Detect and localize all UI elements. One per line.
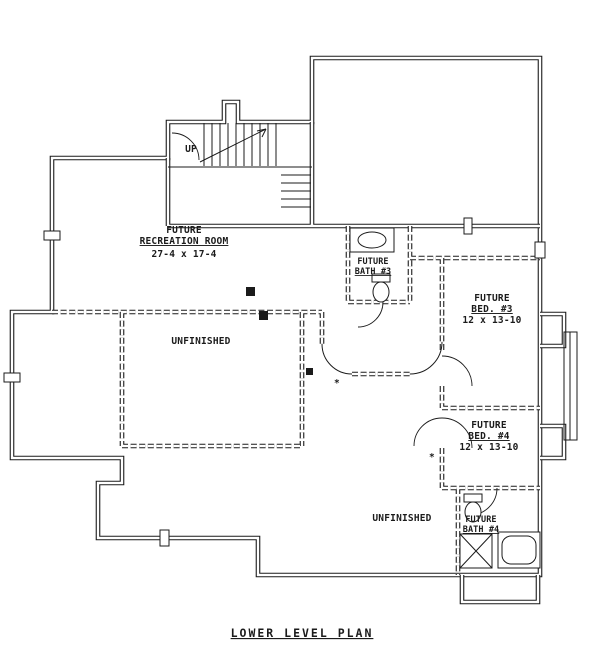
support-posts [246,287,313,375]
note-marker: * [334,378,340,389]
wall-tick [159,529,170,547]
rec-room-dims: 27-4 x 17-4 [151,249,216,260]
stairs: UP [168,123,312,208]
stair-direction-arrow [199,128,267,163]
support-post [246,287,255,296]
wall-ticks [3,217,546,547]
stair-treads-lower [281,174,311,208]
hall-curved-wall-right [409,341,443,375]
bed4-door-swing [441,417,473,449]
bath4-shower-x [459,533,493,569]
stairs-up-label: UP [185,144,197,155]
garage-and-stair-walls [166,122,540,228]
bed3-label-line2: BED. #3 [471,304,513,315]
bed4-label-line2: BED. #4 [468,431,510,442]
garage-and-stair-walls [165,122,540,229]
bed3-label-line1: FUTURE [474,293,510,304]
unfinished-main-label: UNFINISHED [171,336,230,347]
stoop-step-wall [459,575,541,605]
bath4-tub-basin [501,535,537,565]
bath4-label-line2: BATH #4 [463,525,500,535]
wall-tick [43,230,61,241]
window-well-lower [540,424,566,460]
bath4-toilet-tank [463,493,483,503]
bath4-fixtures [459,493,541,569]
window-well-upper [540,312,566,348]
future-walls [52,226,540,575]
plan-title: LOWER LEVEL PLAN [231,626,374,640]
door-arcs [171,132,498,516]
room-labels: FUTURE RECREATION ROOM 27-4 x 17-4 UNFIN… [140,225,522,535]
note-marker: * [429,452,435,463]
bed3-dims: 12 x 13-10 [462,315,521,326]
bath3-label-line1: FUTURE [357,257,388,267]
bed4-label-line1: FUTURE [471,420,507,431]
bath4-toilet-bowl [464,501,482,523]
unfinished-lower-label: UNFINISHED [372,513,431,524]
rec-room-label-line1: FUTURE [166,225,202,236]
bath3-fixtures [349,227,395,303]
window-wells [540,311,578,461]
stoop-step-wall [460,575,540,604]
wall-tick [463,217,473,235]
bath3-toilet-bowl [372,281,390,303]
wall-tick [3,372,21,383]
outer-walls [9,55,543,605]
interior-walls [165,122,540,229]
bath3-label-line2: BATH #3 [355,267,392,277]
bed4-dims: 12 x 13-10 [459,442,518,453]
support-post [259,311,268,320]
hall-curved-wall-left [321,343,353,375]
wall-tick [534,241,546,259]
rec-room-label-line2: RECREATION ROOM [140,236,229,247]
bath4-label-line1: FUTURE [465,515,496,525]
window-well-lower [540,423,567,461]
bath3-door-swing [357,301,384,328]
window-well-upper [540,311,567,349]
plan-title-text: LOWER LEVEL PLAN [231,626,374,640]
hall-door-swing [413,417,443,447]
support-post [306,368,313,375]
bed3-door-swing [441,355,473,387]
stair-door-swing [171,132,200,161]
bath3-sink [357,231,387,249]
bath4-tub [497,531,541,569]
